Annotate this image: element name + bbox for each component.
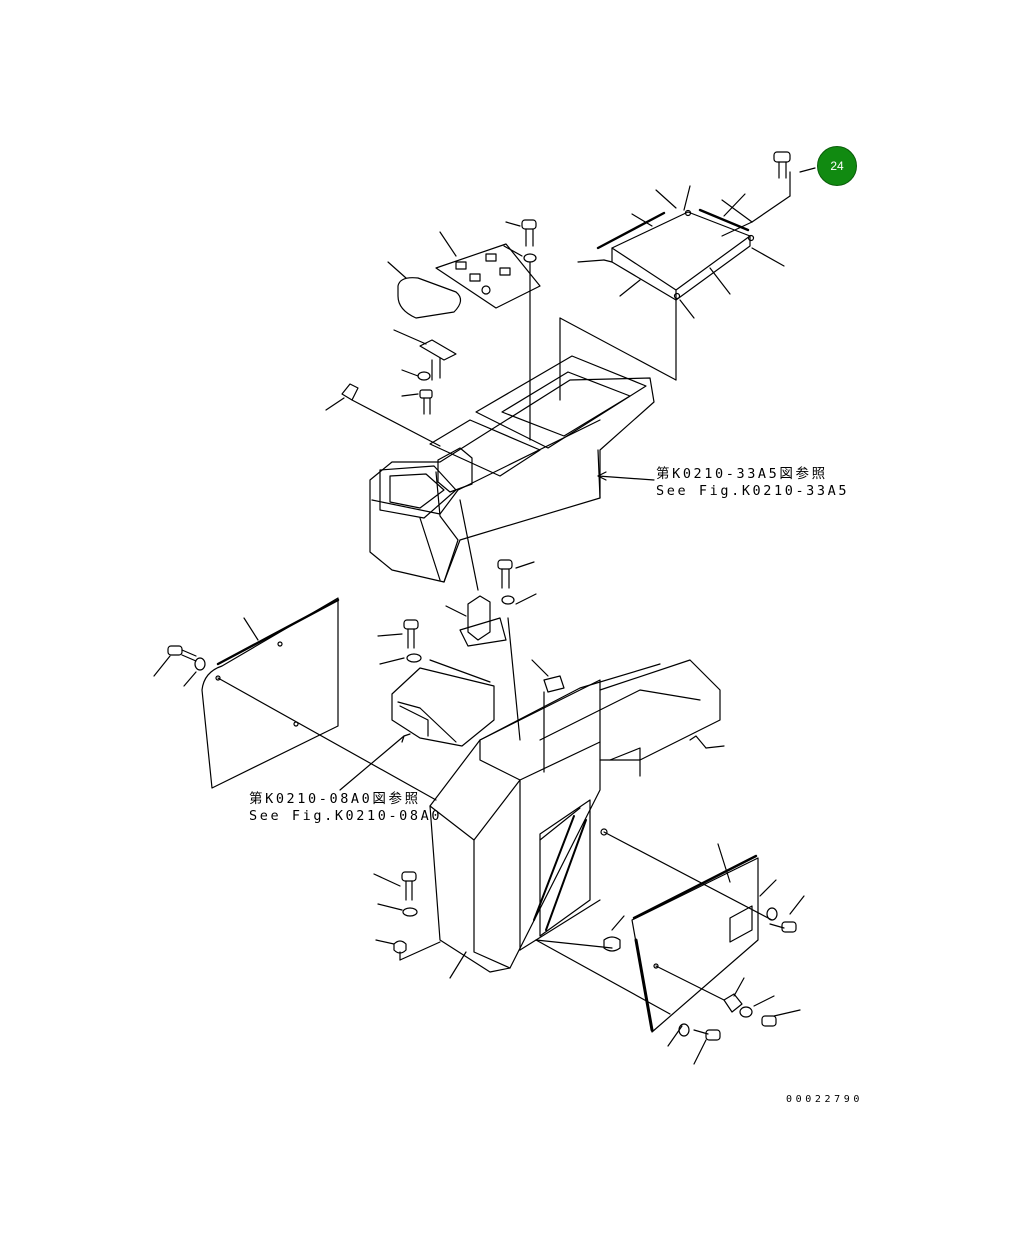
page-number-badge: 24 bbox=[817, 146, 857, 186]
upper-console bbox=[369, 299, 677, 583]
right-side-panel bbox=[631, 843, 805, 1065]
reference-note-lower: 第K0210-08A0図参照 See Fig.K0210-08A0 bbox=[249, 791, 442, 825]
top-left-parts bbox=[325, 219, 541, 447]
reference-note-upper-en: See Fig.K0210-33A5 bbox=[656, 483, 850, 499]
middle-parts bbox=[339, 499, 537, 791]
reference-note-lower-jp: 第K0210-08A0図参照 bbox=[249, 791, 421, 807]
reference-note-lower-en: See Fig.K0210-08A0 bbox=[249, 808, 443, 824]
cover-plate-assembly bbox=[577, 151, 816, 319]
reference-note-upper-jp: 第K0210-33A5図参照 bbox=[656, 466, 828, 482]
reference-note-upper: 第K0210-33A5図参照 See Fig.K0210-33A5 bbox=[656, 466, 849, 500]
left-side-panel bbox=[153, 597, 437, 801]
drawing-number: 00022790 bbox=[786, 1094, 863, 1105]
